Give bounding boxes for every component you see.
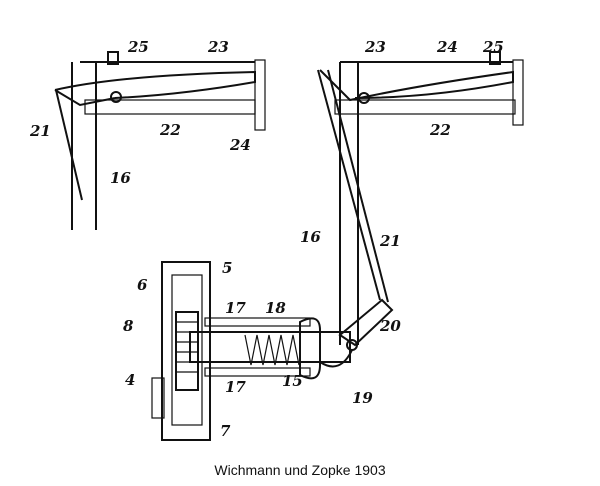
label-8: 8 bbox=[123, 317, 134, 335]
label-17-bottom: 17 bbox=[225, 378, 246, 396]
label-6: 6 bbox=[137, 276, 148, 294]
label-4: 4 bbox=[125, 371, 135, 389]
label-right-24: 24 bbox=[436, 38, 458, 56]
label-right-22: 22 bbox=[429, 121, 451, 139]
label-left-16: 16 bbox=[110, 169, 131, 187]
label-left-25: 25 bbox=[127, 38, 149, 56]
gear-mechanism bbox=[151, 261, 358, 441]
label-right-21: 21 bbox=[379, 232, 401, 250]
label-right-23: 23 bbox=[364, 38, 386, 56]
label-19: 19 bbox=[352, 389, 373, 407]
label-left-23: 23 bbox=[207, 38, 229, 56]
label-20: 20 bbox=[379, 317, 401, 335]
label-left-22: 22 bbox=[159, 121, 181, 139]
label-5: 5 bbox=[222, 259, 232, 277]
right-view bbox=[317, 51, 524, 347]
label-left-24: 24 bbox=[229, 136, 251, 154]
label-15: 15 bbox=[282, 372, 303, 390]
label-right-25: 25 bbox=[482, 38, 504, 56]
label-right-16: 16 bbox=[300, 228, 321, 246]
left-view bbox=[54, 51, 266, 230]
label-17-top: 17 bbox=[225, 299, 246, 317]
label-left-21: 21 bbox=[29, 122, 51, 140]
figure-caption: Wichmann und Zopke 1903 bbox=[214, 462, 386, 478]
label-7: 7 bbox=[220, 422, 231, 440]
label-18: 18 bbox=[265, 299, 286, 317]
